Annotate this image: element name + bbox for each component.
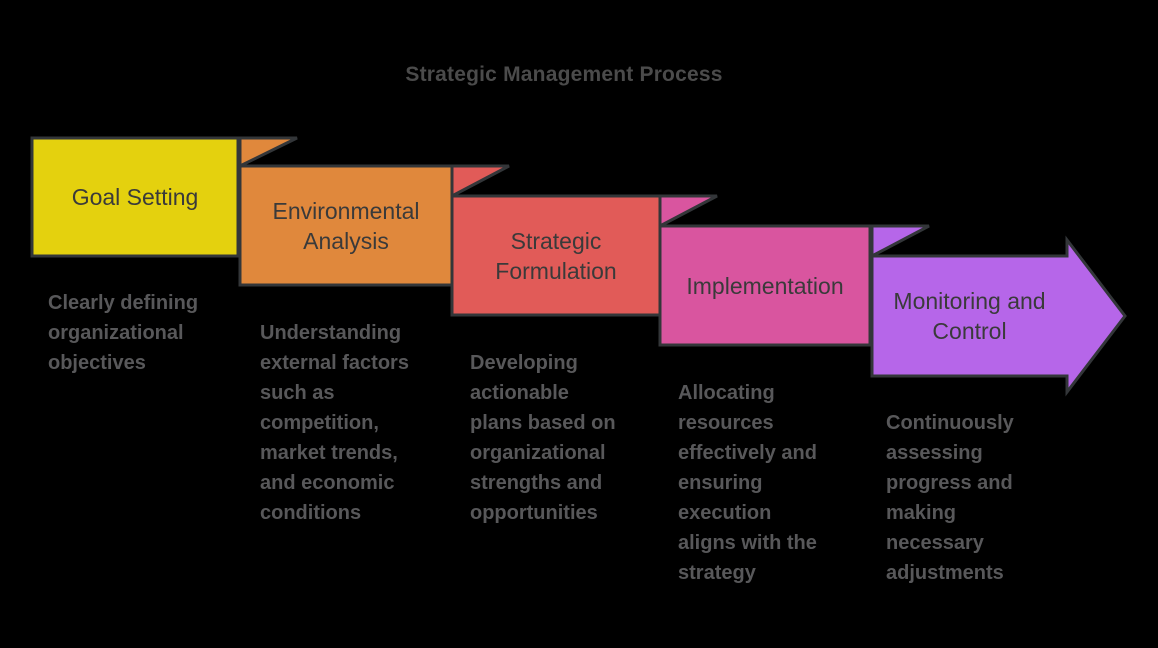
stage-4-description: Continuously assessing progress and maki… [886,412,1014,584]
stage-0-label: Goal Setting [71,184,199,210]
stage-3-description: Allocating resources effectively and ens… [678,382,817,584]
stage-4-label: Monitoring and Control [893,288,1046,344]
stage-1-box-shape [238,164,454,287]
stage-2-fold-shape [450,164,510,199]
stage-1-description: Understanding external factors such as c… [260,322,409,524]
stage-3-fold-shape [658,194,718,229]
diagram-title: Strategic Management Process [405,63,723,86]
stage-0-box-shape [30,136,240,258]
stage-2-label: Strategic Formulation [495,227,617,284]
stage-2-description: Developing actionable plans based on org… [470,352,616,524]
stage-3-box-shape [658,224,872,347]
stage-3-label: Implementation [686,272,844,299]
stage-1-label: Environmental Analysis [272,197,420,254]
stage-1-fold-shape [238,136,298,169]
stage-4-arrow-shape [870,235,1127,397]
stage-0-description: Clearly defining organizational objectiv… [48,292,199,374]
stage-4-fold-shape [870,224,930,259]
